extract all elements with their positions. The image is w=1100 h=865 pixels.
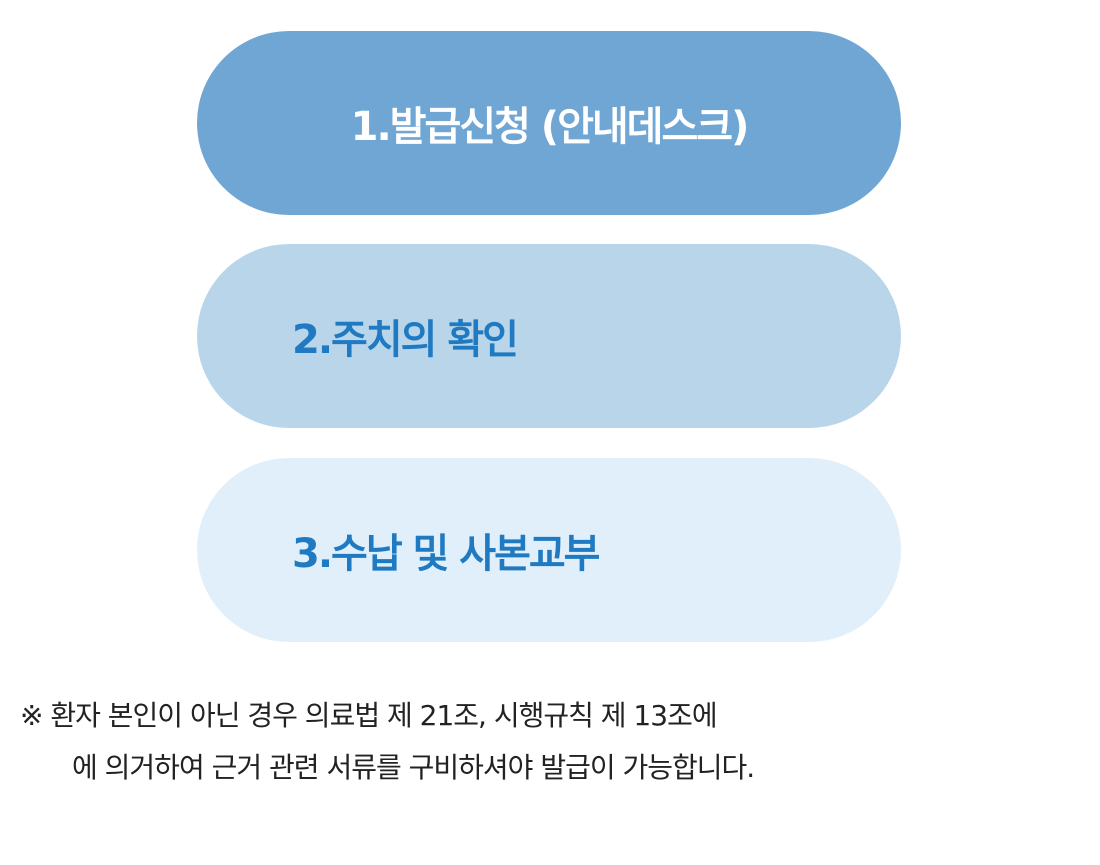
notice-text: ※ 환자 본인이 아닌 경우 의료법 제 21조, 시행규칙 제 13조에 에 … (20, 690, 1085, 794)
step-2-label: 2.주치의 확인 (292, 317, 519, 363)
step-2-physician-confirmation: 2.주치의 확인 (197, 244, 901, 428)
step-1-issue-request: 1.발급신청 (안내데스크) (197, 31, 901, 215)
notice-line-1: ※ 환자 본인이 아닌 경우 의료법 제 21조, 시행규칙 제 13조에 (20, 699, 718, 732)
step-1-label: 1.발급신청 (안내데스크) (350, 104, 750, 150)
step-3-payment-and-copy: 3.수납 및 사본교부 (197, 458, 901, 642)
step-3-label: 3.수납 및 사본교부 (292, 531, 600, 577)
notice-line-2: 에 의거하여 근거 관련 서류를 구비하셔야 발급이 가능합니다. (72, 751, 755, 784)
